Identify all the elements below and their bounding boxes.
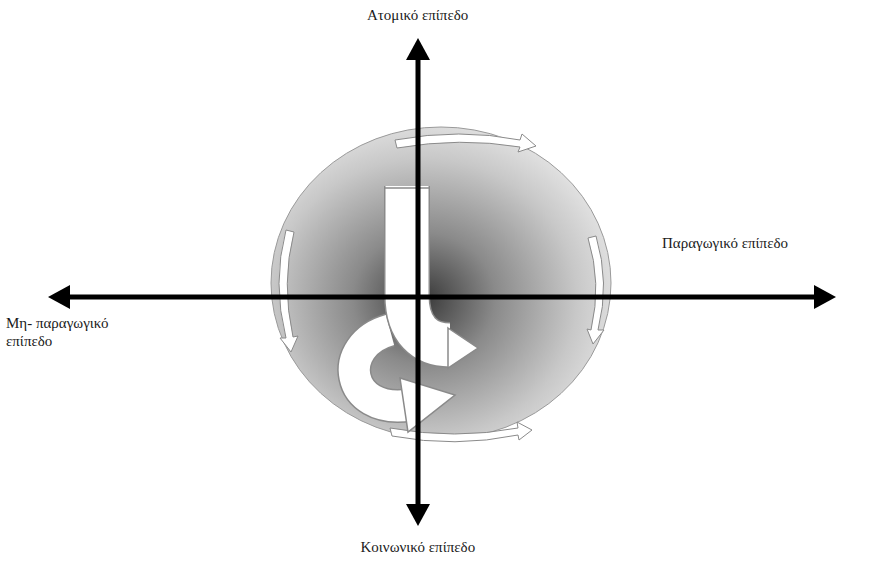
axes — [48, 38, 836, 526]
axis-label: Κοινωνικό επίπεδο — [361, 538, 476, 556]
rim-arrows — [279, 134, 604, 442]
axis-label-box: Κοινωνικό επίπεδο — [361, 538, 476, 556]
axis-label-box: Παραγωγικό επίπεδο — [662, 234, 788, 252]
axis-label: Ατομικό επίπεδο — [367, 6, 468, 24]
sphere — [271, 127, 611, 439]
axis-label-box: Μη- παραγωγικό επίπεδο — [6, 314, 128, 350]
axis-label: Παραγωγικό επίπεδο — [662, 234, 788, 252]
axis-label-box: Ατομικό επίπεδο — [367, 6, 468, 24]
axis-label: Μη- παραγωγικό επίπεδο — [6, 314, 128, 350]
